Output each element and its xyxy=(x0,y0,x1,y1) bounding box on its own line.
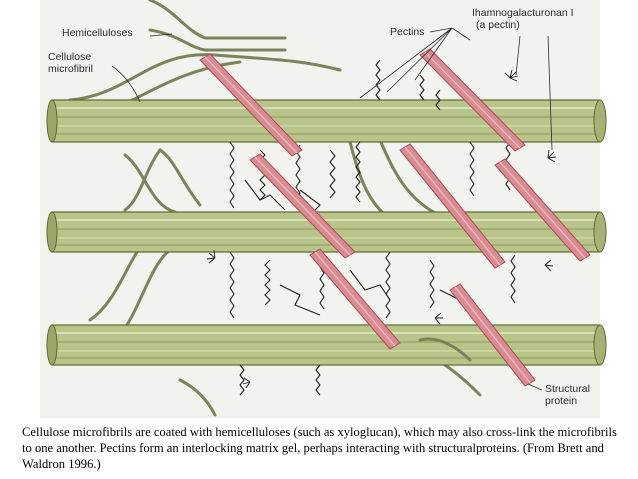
label-cellulose-line2: microfibril xyxy=(48,63,93,75)
microfibril-top xyxy=(46,99,607,143)
protein-rod-2 xyxy=(419,48,526,152)
protein-rod-4 xyxy=(399,143,506,269)
protein-rod-7 xyxy=(449,283,536,387)
label-cellulose-line1: Cellulose xyxy=(48,51,92,63)
label-pectins: Pectins xyxy=(390,26,425,38)
protein-rod-1 xyxy=(199,53,303,157)
label-leader-lines xyxy=(111,27,553,391)
cell-wall-diagram xyxy=(46,0,607,417)
protein-rod-6 xyxy=(309,248,401,350)
figure-caption: Cellulose microfibrils are coated with h… xyxy=(22,425,617,471)
rhamnogalacturonan-branches xyxy=(206,69,557,389)
label-rhamnogalacturonan-line1: Ihamnogalacturonan I xyxy=(472,7,574,19)
label-rhamnogalacturonan-line2: (a pectin) xyxy=(476,19,520,31)
microfibril-bottom xyxy=(46,324,607,366)
protein-rod-5 xyxy=(494,158,591,262)
hemicellulose-front xyxy=(158,148,472,362)
label-structural-line2: protein xyxy=(545,395,578,407)
protein-rod-3 xyxy=(249,153,356,259)
label-hemicelluloses: Hemicelluloses xyxy=(62,27,133,39)
label-structural-line1: Structural xyxy=(545,383,590,395)
cellulose-microfibrils xyxy=(46,99,607,366)
structural-proteins xyxy=(199,48,591,387)
